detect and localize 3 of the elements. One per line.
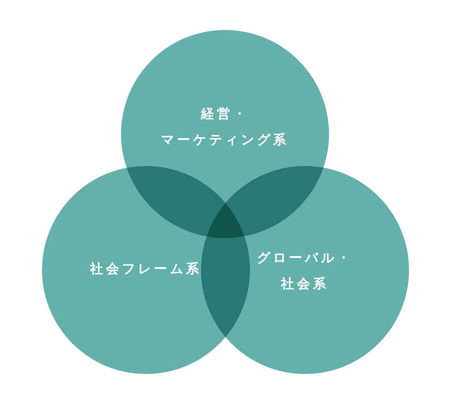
circle-label: グローバル・社会系 (257, 250, 353, 294)
circle-label: 経営・マーケティング系 (161, 106, 289, 150)
circle-label: 社会フレーム系 (90, 260, 202, 279)
